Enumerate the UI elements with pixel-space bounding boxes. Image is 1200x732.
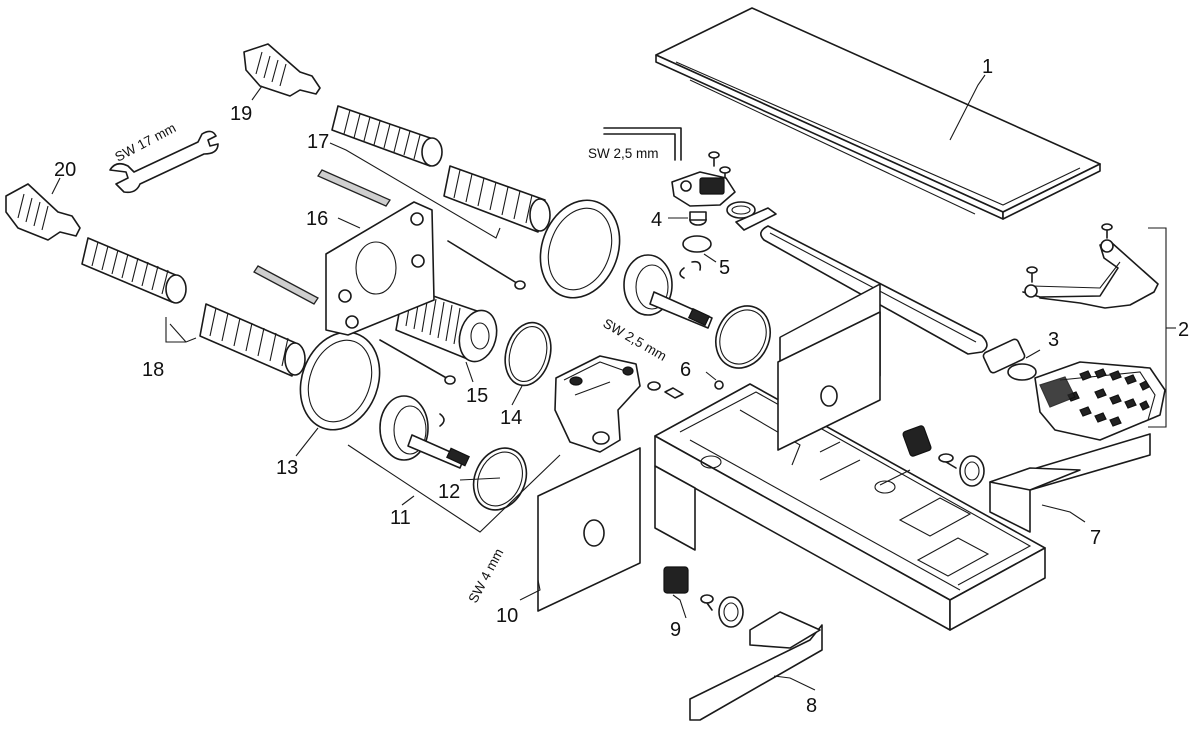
part-11-valve-cartridge [379,395,470,469]
part-4-valve-block [671,151,777,231]
part-9-cartridge [663,566,744,628]
part-16-mounting-plate [325,201,435,336]
callout-7: 7 [1090,527,1101,549]
part-17-extension-sleeve [331,105,551,233]
tool-label-sw4: SW 4 mm [465,546,506,605]
callout-2: 2 [1178,319,1189,341]
callout-3: 3 [1048,329,1059,351]
callout-11: 11 [390,507,411,529]
part-6-screw [647,380,724,399]
part-13-flange [299,331,381,431]
part-19-nipple [243,43,321,97]
cartridge-small-right [902,425,985,487]
callout-4: 4 [651,209,662,231]
part-2-mounting-clip [1022,239,1159,309]
part-18-extension-sleeve [81,237,306,377]
callout-15: 15 [466,385,488,407]
anchor-screws [253,169,526,385]
part-3-diverter [982,338,1166,441]
hex-key-icon [603,127,682,161]
part-5-o-ring [679,235,712,279]
spanner-icon [109,130,219,194]
flange-ring-top [539,199,621,299]
part-7-handle [989,433,1151,533]
o-ring-right [715,305,771,369]
part-12-o-ring [472,447,528,511]
part-20-nipple [5,183,81,241]
callout-13: 13 [276,457,298,479]
callout-5: 5 [719,257,730,279]
leader-lines [51,74,1176,691]
callout-10: 10 [496,605,518,627]
tool-label-sw25-mid: SW 2,5 mm [601,316,670,364]
part-1-cover-plate [655,7,1101,220]
callout-14: 14 [500,407,522,429]
tool-label-sw25-top: SW 2,5 mm [588,146,659,161]
callout-12: 12 [438,481,460,503]
rosette-square-right [777,311,881,451]
valve-cartridge-upper [623,254,713,329]
callout-1: 1 [982,56,993,78]
callout-20: 20 [54,159,76,181]
callout-16: 16 [306,208,328,230]
part-2-screws [1026,223,1113,283]
callout-18: 18 [142,359,164,381]
callout-6: 6 [680,359,691,381]
callout-9: 9 [670,619,681,641]
mixing-valve-body [554,355,641,453]
callout-19: 19 [230,103,252,125]
part-8-handle [689,611,823,721]
callout-17: 17 [307,131,329,153]
part-10-rosette [537,447,641,612]
callout-8: 8 [806,695,817,717]
part-14-o-ring [504,321,552,387]
